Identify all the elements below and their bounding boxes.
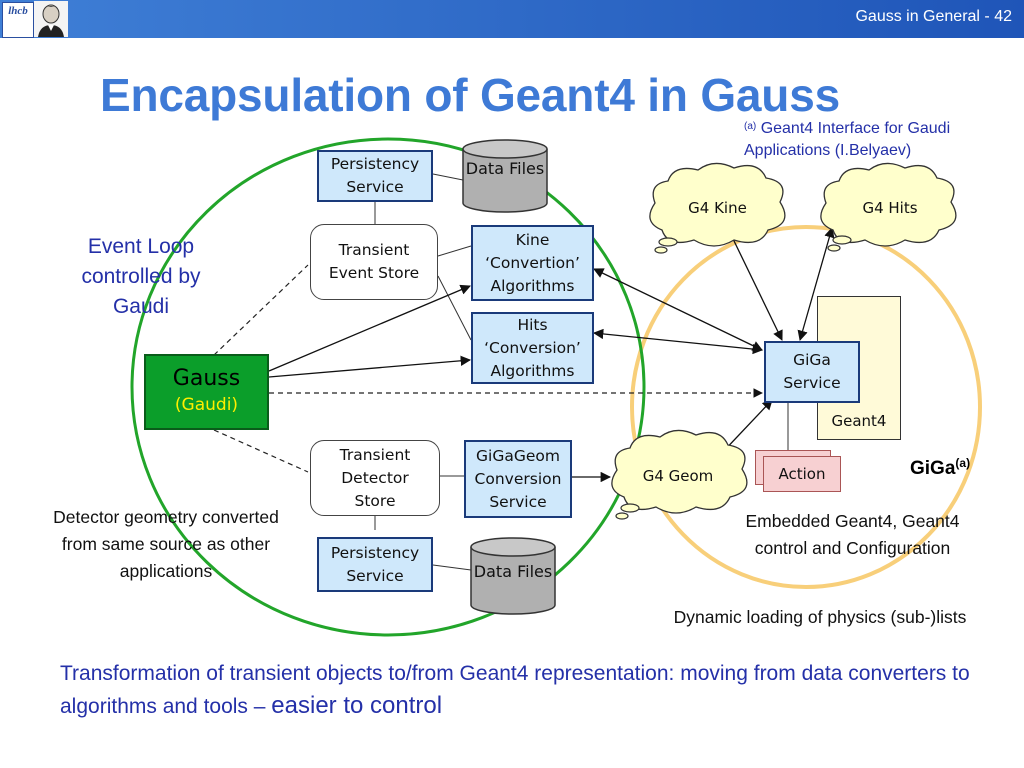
embedded-geant4-text: Embedded Geant4, Geant4 control and Conf… — [745, 511, 960, 558]
footer-text: Transformation of transient objects to/f… — [60, 658, 990, 723]
data-files-bottom-label: Data Files — [473, 562, 553, 581]
gauss-label: Gauss — [172, 366, 241, 391]
kine-conversion-algorithms: Kine ‘Convertion’ Algorithms — [471, 225, 594, 301]
giga-region-ellipse — [630, 225, 982, 589]
connector-lines — [374, 173, 789, 571]
hits-conversion-label: Hits ‘Conversion’ Algorithms — [484, 315, 581, 380]
header-bar: lhcb Gauss in General - 42 — [0, 0, 1024, 38]
g4-geom-cloud — [611, 429, 748, 520]
g4-geom-label: G4 Geom — [642, 467, 714, 485]
transient-detector-store-label: Transient Detector Store — [339, 445, 411, 510]
gigageom-conversion-label: GiGaGeom Conversion Service — [474, 446, 562, 511]
giga-label: GiGa(a) — [910, 456, 971, 480]
giga-service-box: GiGa Service — [764, 341, 860, 403]
note-text: Geant4 Interface for Gaudi Applications … — [744, 120, 951, 159]
footer-main-text: Transformation of transient objects to/f… — [60, 662, 970, 718]
detector-geometry-text: Detector geometry converted from same so… — [53, 507, 279, 581]
lhcb-logo: lhcb — [2, 2, 34, 38]
persistency-service-top: Persistency Service — [317, 150, 433, 202]
geant4-label: Geant4 — [831, 412, 887, 430]
transient-detector-store: Transient Detector Store — [310, 440, 440, 516]
persistency-service-bottom-label: Persistency Service — [330, 543, 420, 585]
gigageom-conversion-service: GiGaGeom Conversion Service — [464, 440, 572, 518]
portrait-image — [34, 1, 68, 37]
dynamic-loading-text: Dynamic loading of physics (sub-)lists — [673, 607, 967, 627]
persistency-service-bottom: Persistency Service — [317, 537, 433, 592]
slide-title: Encapsulation of Geant4 in Gauss — [100, 69, 840, 121]
hits-conversion-algorithms: Hits ‘Conversion’ Algorithms — [471, 312, 594, 384]
transient-event-store-label: Transient Event Store — [328, 241, 420, 282]
data-files-top-label: Data Files — [465, 159, 545, 178]
action-label: Action — [778, 464, 826, 483]
event-loop-text: Event Loop controlled by Gaudi — [81, 235, 201, 318]
dashed-lines — [213, 264, 763, 473]
g4-hits-label: G4 Hits — [862, 199, 918, 217]
kine-conversion-label: Kine ‘Convertion’ Algorithms — [485, 230, 580, 295]
slide-number: Gauss in General - 42 — [855, 8, 1012, 25]
g4-kine-label: G4 Kine — [688, 199, 747, 217]
interface-note: (a) Geant4 Interface for Gaudi Applicati… — [744, 118, 1019, 162]
gaudi-sublabel: (Gaudi) — [174, 395, 239, 415]
data-files-top-cylinder — [462, 139, 548, 213]
gauss-box: Gauss (Gaudi) — [144, 354, 269, 430]
gauss-region-ellipse — [130, 137, 646, 637]
lhcb-logo-text: lhcb — [8, 5, 28, 17]
footer-emphasis-text: easier to control — [271, 692, 443, 719]
g4-hits-cloud — [820, 162, 957, 252]
giga-label-marker: (a) — [955, 456, 971, 470]
giga-service-label: GiGa Service — [783, 351, 841, 392]
transient-event-store: Transient Event Store — [310, 224, 438, 300]
note-marker: (a) — [744, 121, 757, 132]
persistency-service-top-label: Persistency Service — [330, 155, 420, 196]
arrow-lines — [268, 211, 835, 483]
portrait-icon — [34, 1, 68, 37]
giga-label-text: GiGa — [910, 458, 956, 479]
data-files-bottom-cylinder — [470, 537, 556, 615]
action-box: Action — [763, 456, 841, 492]
g4-kine-cloud — [649, 162, 786, 254]
